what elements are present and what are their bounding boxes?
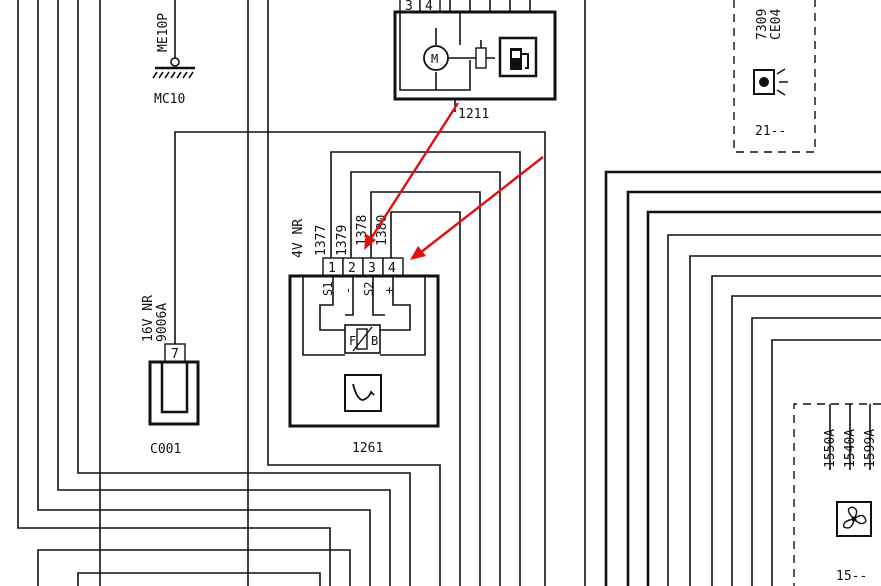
right-ref-21: 21-- [755, 124, 786, 139]
arrow-to-pin-3 [368, 102, 460, 241]
c1261-ref: 1261 [352, 441, 383, 456]
sensor-wire-1377: 1377 [314, 225, 329, 256]
c001-pin: 7 [171, 347, 179, 362]
fuel-gauge-icon [344, 374, 382, 412]
motor-icon: M [423, 45, 449, 71]
component-1211: 3 4 M 1211 [393, 0, 557, 122]
ground-symbol: ME10P MC10 [152, 0, 195, 107]
right-code-ce04: CE04 [769, 9, 784, 40]
component-21: 7309 CE04 21-- [733, 0, 816, 153]
sensor-letter-f: F [349, 334, 356, 348]
svg-text:M: M [431, 52, 438, 66]
right-code-7309: 7309 [755, 9, 770, 40]
fan-ref-15: 15-- [836, 569, 867, 584]
c001-wire [174, 131, 546, 586]
pin-symbol-s2: S2 [362, 282, 376, 296]
ground-icon [152, 66, 195, 79]
sensor-wires [330, 151, 521, 586]
fuel-pump-icon [498, 36, 538, 78]
c1261-pin-1: 1 [328, 261, 336, 276]
fan-wire-1599a: 1599A [863, 429, 878, 468]
connector-c001: 7 C001 16V NR 9006A [141, 295, 200, 457]
c001-spec: 16V NR [141, 295, 156, 342]
pin-symbol-s1: S1 [321, 282, 335, 296]
pin-symbol-plus: + [382, 287, 396, 294]
c1211-pin-4: 4 [425, 0, 433, 14]
c1211-pin-3: 3 [405, 0, 413, 14]
sensor-wire-1380: 1380 [375, 215, 390, 246]
arrow-head-1 [364, 234, 376, 250]
ground-wire-label: ME10P [156, 13, 171, 52]
c1261-pin-2: 2 [348, 261, 356, 276]
warning-lamp-icon [753, 68, 788, 96]
ground-ref-label: MC10 [154, 92, 185, 107]
sensor-icon: F B [344, 324, 381, 354]
c1261-pin-3: 3 [368, 261, 376, 276]
arrow-to-pin-4 [419, 156, 544, 254]
component-1261: 1 2 3 4 S1 - S2 + F B 1261 4V NR 1377 13… [288, 215, 440, 456]
c001-wire: 9006A [155, 303, 170, 342]
right-wire-bundle [604, 170, 881, 586]
c1261-pin-4: 4 [388, 261, 396, 276]
left-wire-bundle [17, 0, 441, 586]
arrow-head-2 [410, 246, 426, 260]
c001-ref: C001 [150, 442, 181, 457]
sensor-spec: 4V NR [291, 219, 306, 258]
fan-icon [836, 501, 872, 537]
pin-symbol-minus: - [341, 287, 355, 294]
fan-wire-1540a: 1540A [843, 429, 858, 468]
annotation-arrows [364, 102, 544, 260]
component-15: 1550A 1540A 1599A 15-- [793, 403, 881, 586]
fan-wire-1550a: 1550A [823, 429, 838, 468]
sensor-wire-1379: 1379 [335, 225, 350, 256]
sensor-letter-b: B [371, 334, 378, 348]
c1211-ref: 1211 [458, 107, 489, 122]
